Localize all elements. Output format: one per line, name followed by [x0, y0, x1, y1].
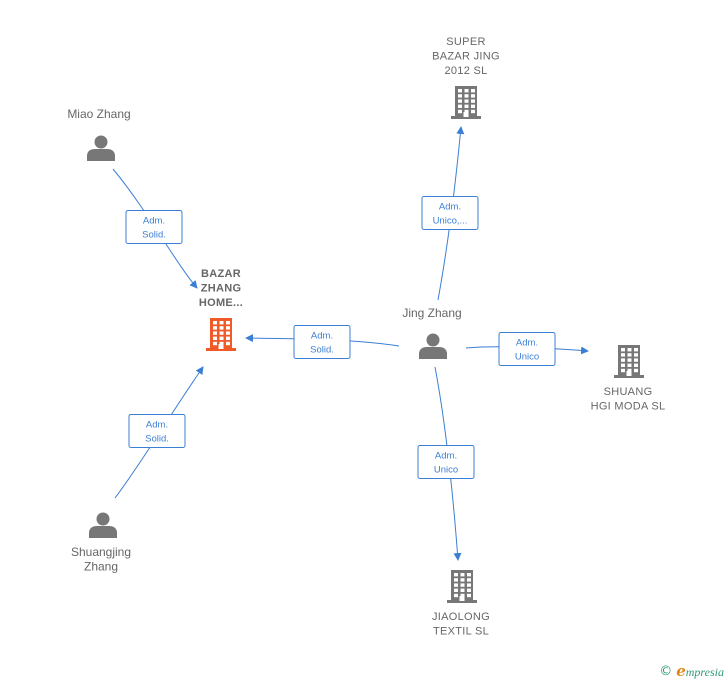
- edge-label-box[interactable]: [421, 196, 479, 230]
- node-label: SHUANG: [604, 386, 653, 398]
- node-label: JIAOLONG: [432, 611, 490, 623]
- node-shuang_hgi[interactable]: SHUANG HGI MODA SL: [591, 345, 666, 413]
- edge-label-text: Adm.: [439, 202, 461, 213]
- person-icon[interactable]: [419, 333, 447, 360]
- edge-label-box[interactable]: [498, 332, 556, 366]
- building-icon[interactable]: [447, 570, 477, 603]
- edge-label-text: Solid.: [145, 434, 169, 445]
- edges-layer: Adm. Solid. Adm. Solid. Adm. Solid. Adm. Unico,…: [112, 126, 589, 561]
- brand-logo: empresia: [676, 662, 724, 681]
- node-label: BAZAR JING: [432, 51, 500, 63]
- node-label: ZHANG: [201, 283, 242, 295]
- building-icon[interactable]: [614, 345, 644, 378]
- node-label: Shuangjing: [71, 545, 131, 559]
- node-jing[interactable]: Jing Zhang: [402, 306, 462, 360]
- node-label: Zhang: [84, 560, 118, 574]
- brand-name: mpresia: [685, 665, 724, 679]
- node-label: Jing Zhang: [402, 306, 461, 320]
- edge-label-box[interactable]: [417, 445, 475, 479]
- edge-label-text: Adm.: [516, 338, 538, 349]
- brand-initial: e: [676, 662, 686, 680]
- node-label: HOME...: [199, 297, 243, 309]
- node-jiaolong[interactable]: JIAOLONG TEXTIL SL: [432, 570, 490, 638]
- edge-label-text: Adm.: [143, 216, 165, 227]
- edge-label-text: Solid.: [142, 230, 166, 241]
- edge-label-box[interactable]: [128, 414, 186, 448]
- building-icon[interactable]: [206, 318, 236, 351]
- node-super_bazar[interactable]: SUPER BAZAR JING 2012 SL: [432, 36, 500, 119]
- edge-label-text: Solid.: [310, 345, 334, 356]
- edge-label-text: Adm.: [311, 331, 333, 342]
- edge-jing-to-jiaolong: Adm. Unico: [417, 366, 475, 561]
- node-bazar_home[interactable]: BAZAR ZHANG HOME...: [199, 268, 243, 351]
- edge-miao-to-bazar_home: Adm. Solid.: [112, 168, 198, 289]
- node-label: TEXTIL SL: [433, 626, 489, 638]
- edge-label-text: Unico: [434, 465, 458, 476]
- node-label: SUPER: [446, 36, 485, 48]
- building-icon[interactable]: [451, 86, 481, 119]
- edge-label-text: Unico: [515, 352, 539, 363]
- node-miao[interactable]: Miao Zhang: [67, 107, 131, 162]
- edge-label-box[interactable]: [125, 210, 183, 244]
- edge-label-box[interactable]: [293, 325, 351, 359]
- node-label: Miao Zhang: [67, 107, 130, 121]
- node-label: HGI MODA SL: [591, 401, 666, 413]
- node-label: 2012 SL: [444, 65, 487, 77]
- edge-shuangjing-to-bazar_home: Adm. Solid.: [114, 366, 204, 499]
- person-icon[interactable]: [87, 135, 115, 162]
- footer-brand: © empresia: [659, 662, 724, 681]
- edge-label-text: Adm.: [146, 420, 168, 431]
- edge-label-text: Unico,...: [433, 216, 468, 227]
- node-label: BAZAR: [201, 268, 241, 280]
- edge-jing-to-shuang_hgi: Adm. Unico: [465, 332, 589, 366]
- edge-jing-to-super_bazar: Adm. Unico,...: [421, 126, 479, 301]
- person-icon[interactable]: [89, 512, 117, 539]
- copyright-symbol: ©: [659, 664, 673, 679]
- edge-label-text: Adm.: [435, 451, 457, 462]
- edge-jing-to-bazar_home: Adm. Solid.: [245, 325, 400, 359]
